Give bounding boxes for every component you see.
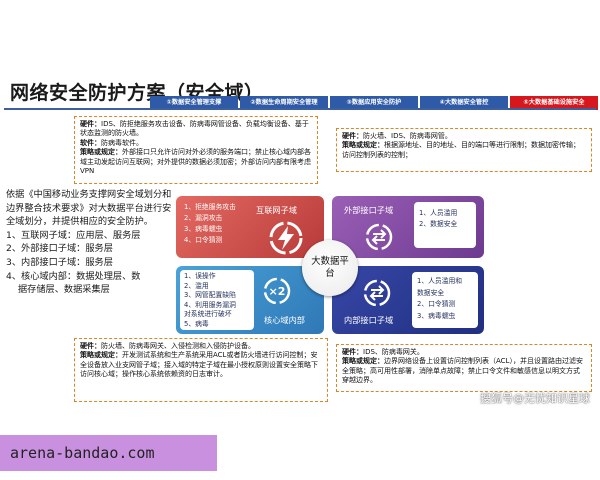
list-item: 1、互联网子域：应用层、服务层 <box>6 229 141 241</box>
list-item: 2、口令猜测 <box>417 300 456 308</box>
quadrant-external-interface: 外部接口子域 1、人员滥用 2、数据安全 <box>332 196 484 258</box>
note-hw-text: 防火墙、防病毒网关、入侵检测和入侵防护设备。 <box>101 342 255 350</box>
list-item: 2、漏洞攻击 <box>184 214 223 222</box>
note-policy-text: 边界网络设备上设置访问控制列表（ACL），并且设置路由过滤安全策略；高可用性部署… <box>342 357 583 385</box>
note-hw-label: 硬件： <box>342 132 363 140</box>
list-item: 据存储层、数据采集层 <box>18 284 110 296</box>
list-item: 4、口令猜测 <box>184 236 223 244</box>
intro-block: 依据《中国移动业务支撑网安全域划分和边界整合技术要求》对大数据平台进行安全域划分… <box>6 188 176 297</box>
threat-list: 1、拒绝服务攻击 2、漏洞攻击 3、病毒蠕虫 4、口令猜测 <box>184 202 236 246</box>
site-banner[interactable]: arena-bandao.com <box>0 435 217 471</box>
x2-icon: ×2 <box>263 277 291 305</box>
title-divider <box>4 108 596 110</box>
list-item: 3、内部接口子域：服务层 <box>6 256 113 268</box>
note-policy-label: 策略或规定： <box>342 357 384 366</box>
note-policy-label: 策略或规定： <box>80 148 122 157</box>
quadrant-label: 内部接口子域 <box>344 315 394 325</box>
threat-list: 1、人员滥用和 数据安全 2、口令猜测 3、病毒蠕虫 <box>417 276 462 322</box>
note-sw-text: 防病毒软件。 <box>101 138 143 147</box>
watermark-text: 搜狐号@无忧知识星球 <box>480 392 590 405</box>
note-policy-text: 根据源地址、目的地址、目的端口等进行限制；数据加密传输；访问控制列表的控制； <box>342 141 580 159</box>
note-policy-text: 外部接口只允许访问对外必须的服务端口；禁止核心域内部各域主动发起访问互联网；对外… <box>80 148 311 176</box>
quadrant-label: 外部接口子域 <box>344 205 394 215</box>
list-item: 数据安全 <box>417 288 445 297</box>
list-item: 3、病毒蠕虫 <box>184 225 223 233</box>
hub-label: 大数据平台 <box>311 256 349 279</box>
threat-card: 1、误操作 2、滥用 3、网管配置缺陷 4、利用服务漏洞 对系统进行破坏 5、病… <box>180 270 254 330</box>
list-item: 4、核心域内部：数据处理层、数 <box>6 270 141 282</box>
tab-bigdata-infrastructure[interactable]: ⑤大数据基础设施安全 <box>510 96 598 110</box>
threat-card: 1、人员滥用和 数据安全 2、口令猜测 3、病毒蠕虫 <box>412 272 478 328</box>
quadrant-label: 互联网子域 <box>256 205 297 215</box>
list-item: 1、人员滥用和 <box>417 277 463 285</box>
tab-data-app-protection[interactable]: ③数据应用安全防护 <box>330 96 418 110</box>
note-sw-label: 软件： <box>80 138 101 147</box>
bolt-icon <box>269 221 303 255</box>
bigdata-platform-hub: 大数据平台 <box>302 240 358 296</box>
list-item: 3、网管配置缺陷 <box>184 291 236 300</box>
list-item: 1、拒绝服务攻击 <box>184 203 236 211</box>
list-item: 3、病毒蠕虫 <box>417 311 456 320</box>
tab-data-lifecycle[interactable]: ②数据生命周期安全管理 <box>240 96 328 110</box>
section-tabs: ①数据安全管理支撑 ②数据生命周期安全管理 ③数据应用安全防护 ④大数据安全管控… <box>150 96 598 110</box>
quadrant-internal-interface: 内部接口子域 1、人员滥用和 数据安全 2、口令猜测 3、病毒蠕虫 <box>332 266 484 334</box>
domain-list: 1、互联网子域：应用层、服务层 2、外部接口子域：服务层 3、内部接口子域：服务… <box>6 229 176 297</box>
note-policy-label: 策略或规定： <box>342 141 384 150</box>
quadrant-label: 核心域内部 <box>264 315 305 325</box>
note-hw-text: IDS、防拒绝服务攻击设备、防病毒网管设备、负载均衡设备、基于状态监测的防火墙。 <box>80 120 309 138</box>
quadrant-core-domain: 1、误操作 2、滥用 3、网管配置缺陷 4、利用服务漏洞 对系统进行破坏 5、病… <box>176 266 324 334</box>
list-item: 4、利用服务漏洞 <box>184 300 236 309</box>
intro-paragraph: 依据《中国移动业务支撑网安全域划分和边界整合技术要求》对大数据平台进行安全域划分… <box>6 189 172 228</box>
list-item: 2、外部接口子域：服务层 <box>6 243 113 255</box>
note-hw-text: IDS、防病毒网关。 <box>363 348 424 356</box>
note-hw-text: 防火墙、IDS、防病毒网管。 <box>363 132 452 140</box>
threat-list: 1、误操作 2、滥用 3、网管配置缺陷 4、利用服务漏洞 对系统进行破坏 5、病… <box>184 272 236 330</box>
list-item: 1、人员滥用 <box>419 209 458 217</box>
note-internet-measures: 硬件：IDS、防拒绝服务攻击设备、防病毒网管设备、负载均衡设备、基于状态监测的防… <box>74 116 318 184</box>
note-hw-label: 硬件： <box>342 348 363 356</box>
note-policy-label: 策略或规定： <box>80 351 122 360</box>
threat-list: 1、人员滥用 2、数据安全 <box>419 208 457 230</box>
list-item: 2、数据安全 <box>419 220 458 228</box>
list-item: 对系统进行破坏 <box>184 310 232 319</box>
note-policy-text: 开发测试系统和生产系统采用ACL或者防火墙进行访问控制；安全设备放入业支网管子域… <box>80 351 318 379</box>
quadrant-internet-subdomain: 1、拒绝服务攻击 2、漏洞攻击 3、病毒蠕虫 4、口令猜测 互联网子域 <box>176 196 324 258</box>
note-external-measures: 硬件：防火墙、IDS、防病毒网管。 策略或规定：根据源地址、目的地址、目的端口等… <box>336 128 592 172</box>
list-item: 1、误操作 <box>184 272 216 280</box>
threat-card: 1、人员滥用 2、数据安全 <box>414 202 476 248</box>
list-item: 5、病毒 <box>184 319 209 328</box>
svg-text:×2: ×2 <box>269 285 286 298</box>
list-item: 2、滥用 <box>184 281 209 290</box>
tab-bigdata-control[interactable]: ④大数据安全管控 <box>420 96 508 110</box>
tab-data-security-mgmt[interactable]: ①数据安全管理支撑 <box>150 96 238 110</box>
note-hw-label: 硬件： <box>80 120 101 128</box>
note-core-measures: 硬件：防火墙、防病毒网关、入侵检测和入侵防护设备。 策略或规定：开发测试系统和生… <box>74 338 328 402</box>
exchange-icon <box>363 279 391 307</box>
exchange-icon <box>365 223 393 251</box>
note-hw-label: 硬件： <box>80 342 101 350</box>
note-internal-measures: 硬件：IDS、防病毒网关。 策略或规定：边界网络设备上设置访问控制列表（ACL）… <box>336 344 592 392</box>
